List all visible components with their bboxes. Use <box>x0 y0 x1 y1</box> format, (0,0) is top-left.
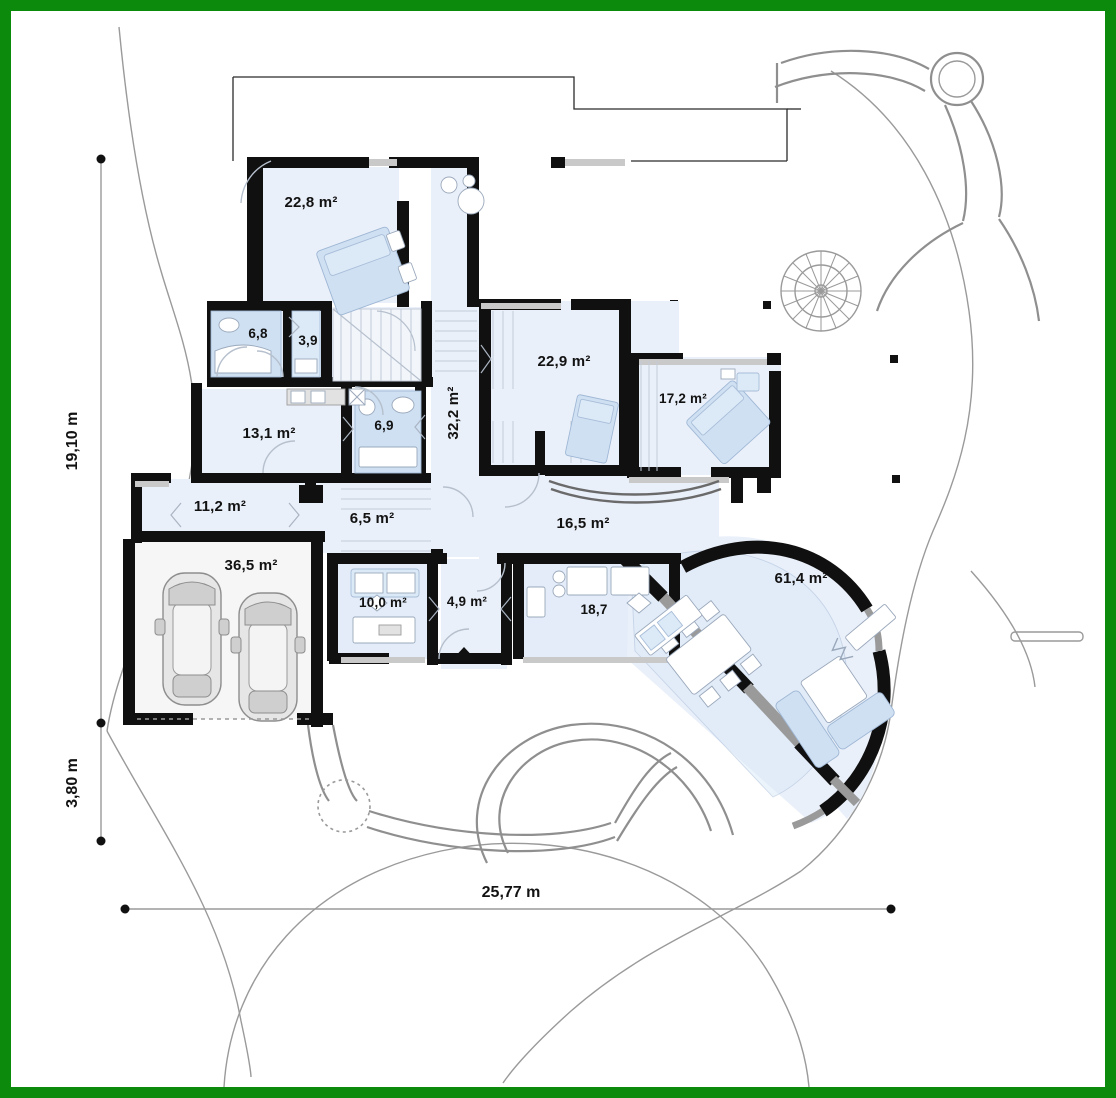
door-layer <box>216 160 722 660</box>
window-layer <box>135 159 767 663</box>
hall-hatching <box>341 310 658 552</box>
dimension-label-layer: 19,10 m 3,80 m 25,77 m <box>64 412 540 901</box>
entrance-marker-icon <box>451 647 477 661</box>
room-label-bedroom-right: 17,2 m² <box>659 391 707 406</box>
dimension-left-lower: 3,80 m <box>64 758 81 808</box>
furniture-layer <box>210 174 896 768</box>
dimension-layer <box>96 154 896 914</box>
label-pointer-layer <box>170 316 512 622</box>
room-label-bathroom-second: 6,9 <box>374 418 393 433</box>
room-label-closet-small: 3,9 <box>298 333 317 348</box>
floor-plan-drawing: 22,8 m² 6,8 3,9 13,1 m² 6,9 32,2 m² 22,9… <box>64 26 1084 1087</box>
room-label-entry-vestibule: 4,9 m² <box>447 594 488 609</box>
room-label-kitchen: 18,7 <box>580 602 607 617</box>
tree-radial-icon <box>780 250 862 332</box>
room-label-layer: 22,8 m² 6,8 3,9 13,1 m² 6,9 32,2 m² 22,9… <box>194 194 827 617</box>
car-icon-2 <box>230 592 306 722</box>
car-icon-1 <box>154 572 230 706</box>
room-label-bedroom-upper-left: 22,8 m² <box>284 194 337 211</box>
room-label-garage: 36,5 m² <box>224 557 277 574</box>
room-label-corridor: 6,5 m² <box>350 510 395 527</box>
room-label-bedroom-center: 22,9 m² <box>537 353 590 370</box>
room-label-living-room: 61,4 m² <box>774 570 827 587</box>
room-label-hall-main: 16,5 m² <box>556 515 609 532</box>
room-label-hall-vertical: 32,2 m² <box>445 386 462 439</box>
room-label-utility-room: 11,2 m² <box>194 498 246 515</box>
dimension-left-upper: 19,10 m <box>64 412 81 471</box>
driveway-circle-icon <box>317 779 371 833</box>
dimension-bottom: 25,77 m <box>482 884 541 901</box>
room-label-office-room: 10,0 m² <box>359 595 407 610</box>
garage-cars <box>137 572 311 722</box>
room-label-bedroom-left: 13,1 m² <box>242 425 295 442</box>
staircase-main <box>332 308 422 382</box>
room-label-bathroom-small: 6,8 <box>248 326 268 341</box>
landscape-layer <box>106 26 1084 1087</box>
canopy-outline <box>232 76 801 162</box>
